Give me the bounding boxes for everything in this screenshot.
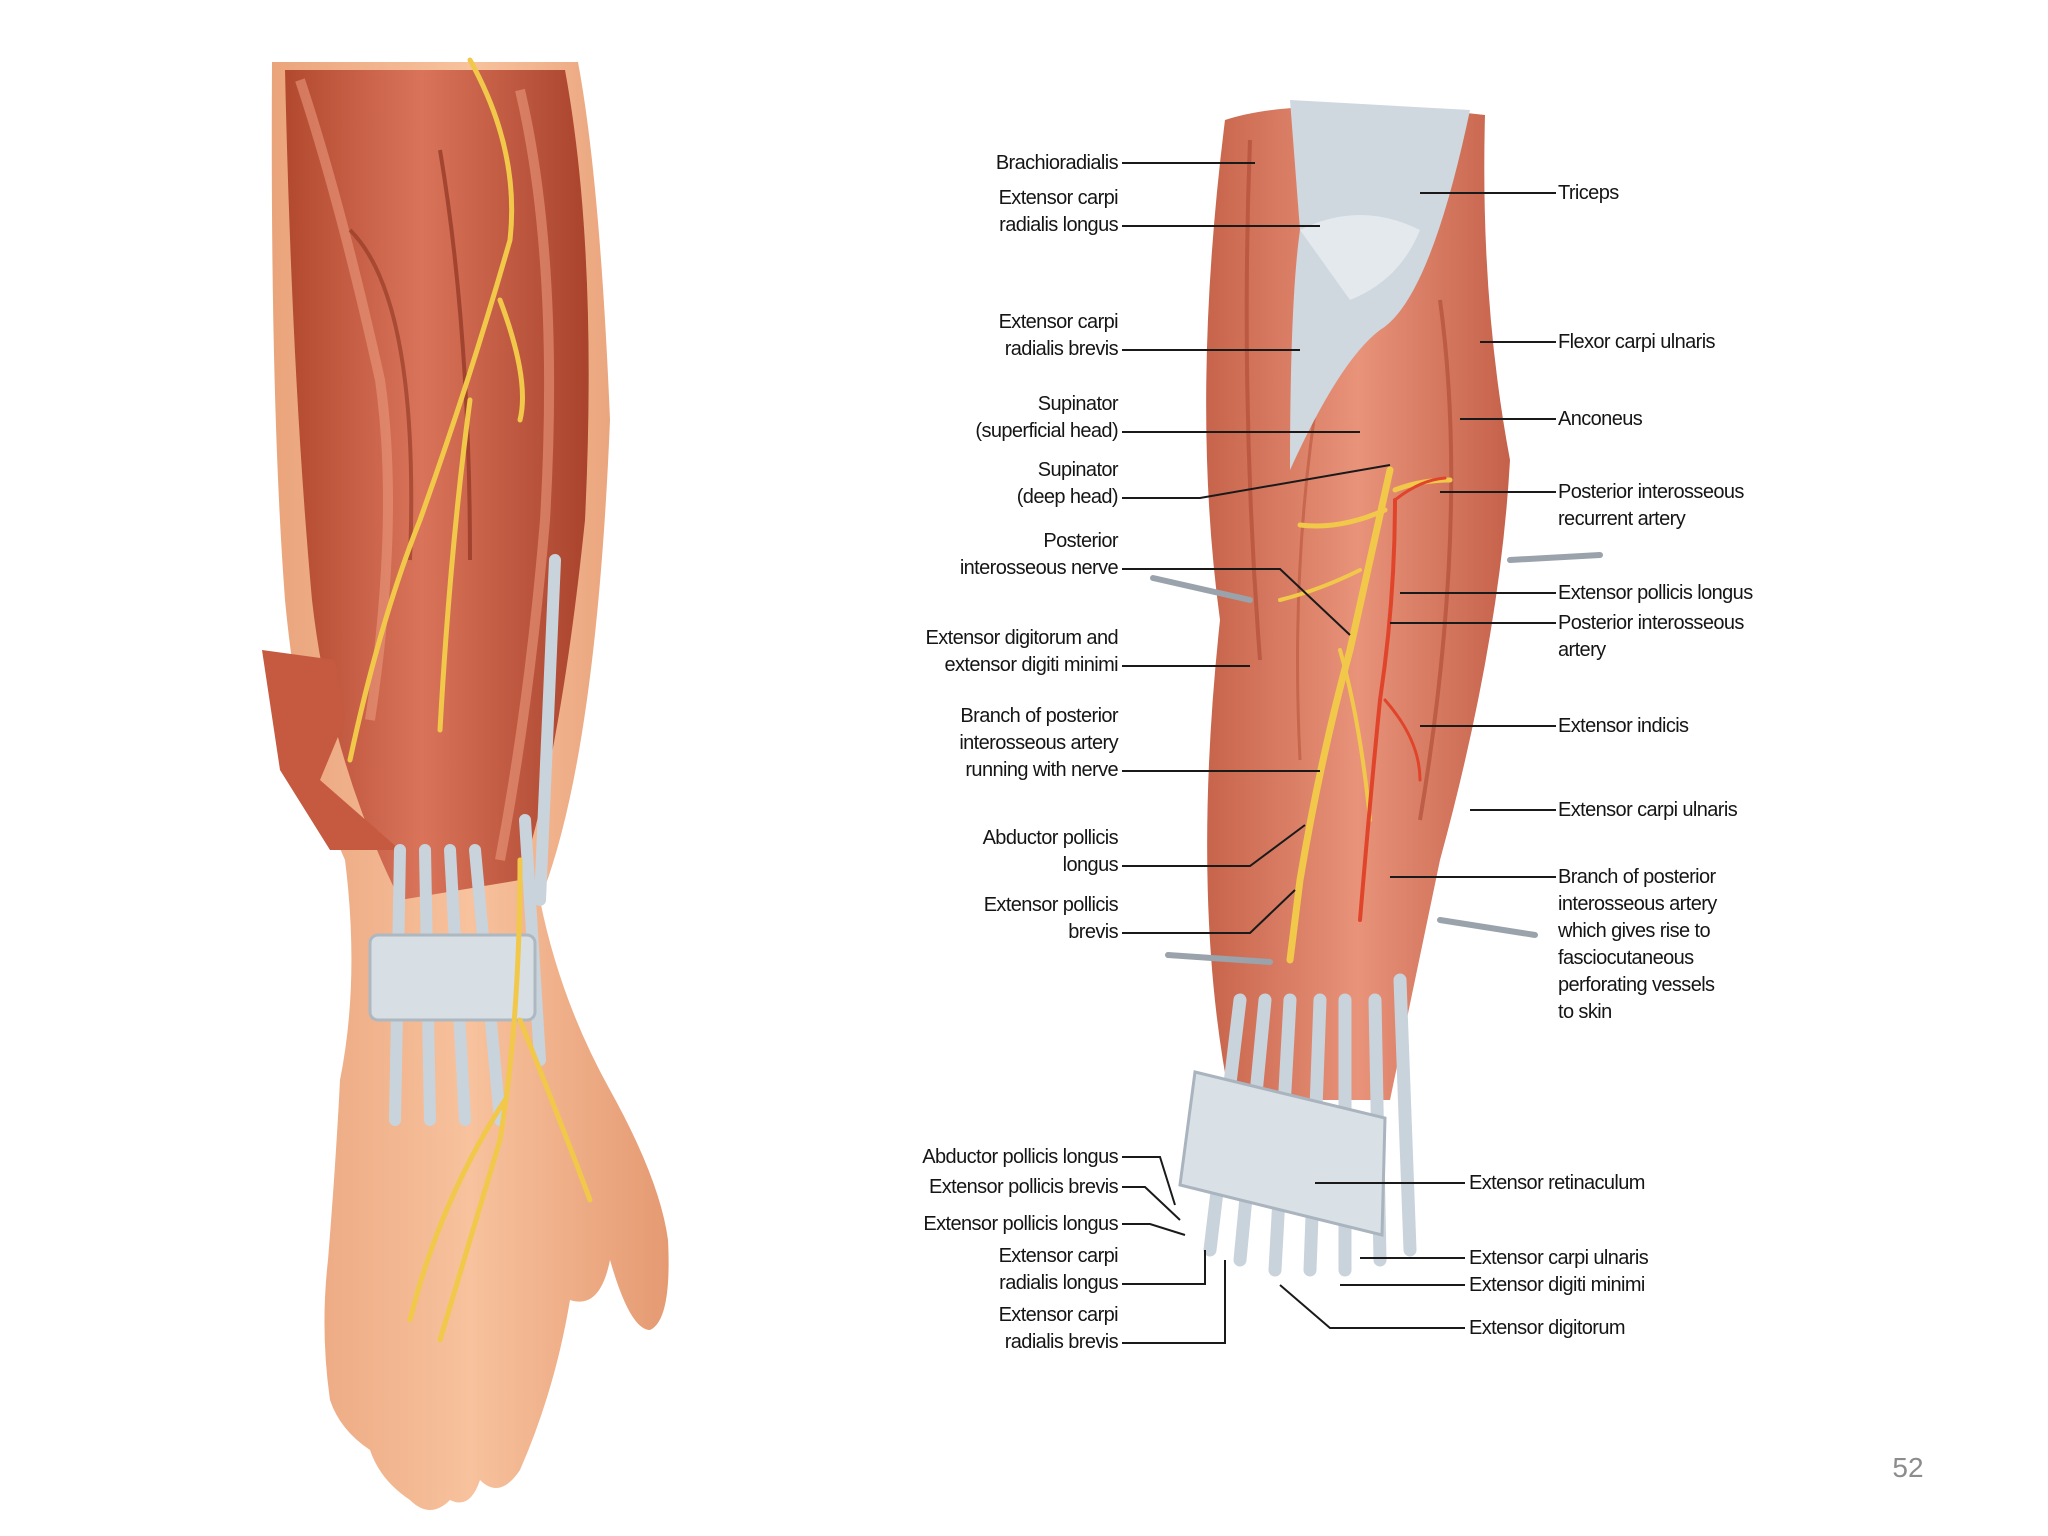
left-reflected-muscle-flap [262, 650, 400, 850]
leader-epb-lower [1122, 1186, 1181, 1221]
leader-ed-lower [1279, 1284, 1465, 1329]
leader-posterior-interosseous-nerve [1122, 568, 1351, 636]
leader-epb-upper [1122, 889, 1296, 934]
label-ecrb-lower: Extensor carpi radialis brevis [998, 1304, 1119, 1353]
label-supinator-deep: Supinator (deep head) [1016, 459, 1119, 508]
label-extensor-digitorum-minimi: Extensor digitorum and extensor digiti m… [925, 627, 1119, 676]
label-anconeus: Anconeus [1558, 408, 1643, 430]
left-muscle-mass [285, 70, 589, 900]
slide-page-number: 52 [1892, 1452, 1924, 1483]
leader-supinator-deep [1122, 464, 1391, 499]
label-triceps: Triceps [1558, 182, 1619, 204]
leader-epl-lower [1122, 1223, 1186, 1236]
label-epb-upper: Extensor pollicis brevis [983, 894, 1119, 943]
label-epb-lower: Extensor pollicis brevis [928, 1176, 1119, 1198]
label-posterior-interosseous-nerve: Posterior interosseous nerve [959, 530, 1119, 579]
label-ecrb-upper: Extensor carpi radialis brevis [998, 311, 1119, 360]
leader-apl-lower [1122, 1156, 1176, 1206]
right-extensor-retinaculum [1178, 1070, 1387, 1237]
label-pi-artery: Posterior interosseous artery [1558, 612, 1744, 661]
label-ecrl-lower: Extensor carpi radialis longus [998, 1245, 1119, 1294]
label-edm-lower: Extensor digiti minimi [1469, 1274, 1645, 1296]
label-epl-lower: Extensor pollicis longus [923, 1213, 1118, 1235]
label-fcu: Flexor carpi ulnaris [1558, 331, 1716, 353]
label-extensor-retinaculum: Extensor retinaculum [1469, 1172, 1645, 1194]
label-supinator-superficial: Supinator (superficial head) [975, 393, 1118, 442]
label-ecrl-upper: Extensor carpi radialis longus [998, 187, 1119, 236]
label-pi-recurrent-artery: Posterior interosseous recurrent artery [1558, 481, 1744, 530]
label-ed-lower: Extensor digitorum [1469, 1317, 1626, 1339]
label-ecu-upper: Extensor carpi ulnaris [1558, 799, 1738, 821]
label-apl-upper: Abductor pollicis longus [982, 827, 1119, 876]
label-apl-lower: Abductor pollicis longus [922, 1146, 1118, 1168]
right-nerve-and-artery [1278, 466, 1453, 964]
leader-ecrl-lower [1122, 1250, 1206, 1285]
label-branch-pia-nerve: Branch of posterior interosseous artery … [959, 705, 1118, 781]
label-brachioradialis: Brachioradialis [995, 152, 1119, 174]
label-branch-pia-skin: Branch of posterior interosseous artery … [1558, 866, 1717, 1023]
right-retractors [1150, 552, 1603, 965]
left-extensor-retinaculum [368, 933, 537, 1022]
leader-apl-upper [1122, 824, 1306, 867]
label-ecu-lower: Extensor carpi ulnaris [1469, 1247, 1649, 1269]
label-epl-upper: Extensor pollicis longus [1558, 582, 1753, 604]
leader-ecrb-lower [1122, 1260, 1226, 1344]
label-extensor-indicis: Extensor indicis [1558, 715, 1689, 737]
left-nerve-branches [347, 57, 593, 1343]
